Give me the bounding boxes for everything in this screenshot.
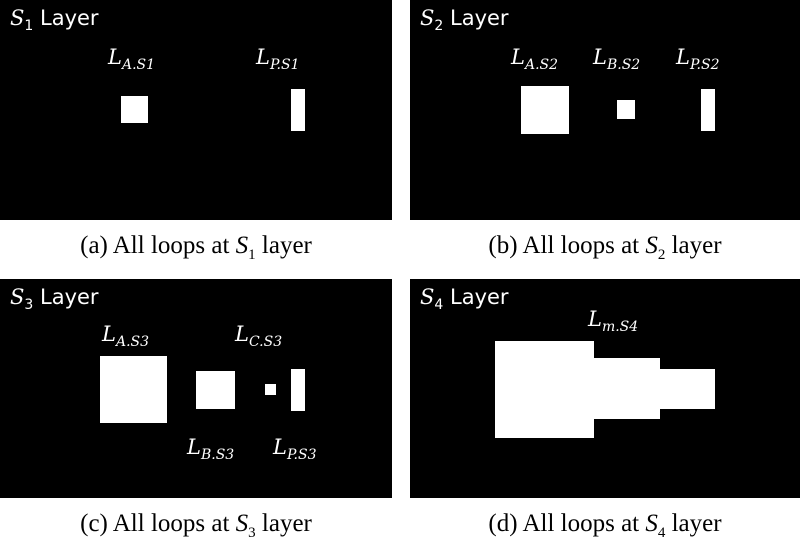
caption-a: (a) All loops at S1 layer	[80, 232, 312, 263]
panel-s3-layer: S3 Layer LA.S3 LC.S3 LB.S3 LP.S3	[0, 279, 392, 498]
caption-c: (c) All loops at S3 layer	[80, 510, 312, 541]
loop-shape-a-s1	[121, 96, 148, 123]
loop-label-b-s2: LB.S2	[593, 45, 641, 74]
loop-label-a-s2: LA.S2	[511, 45, 559, 74]
loop-shape-p-s2	[701, 89, 715, 131]
loop-shape-p-s1	[291, 89, 305, 131]
loop-shape-m-s4	[495, 341, 715, 438]
loop-shape-p-s3	[291, 369, 305, 411]
layer-title: S4 Layer	[420, 285, 509, 314]
loop-shape-b-s3	[196, 371, 235, 409]
layer-title: S3 Layer	[10, 285, 99, 314]
loop-shape-a-s3	[100, 356, 167, 423]
loop-label-a-s3: LA.S3	[102, 322, 150, 351]
loop-label-c-s3: LC.S3	[235, 322, 283, 351]
panel-s1-layer: S1 Layer LA.S1 LP.S1	[0, 0, 392, 220]
loop-label-p-s1: LP.S1	[256, 45, 300, 74]
caption-d: (d) All loops at S4 layer	[488, 510, 722, 541]
loop-label-b-s3: LB.S3	[187, 435, 235, 464]
loop-label-a-s1: LA.S1	[108, 45, 156, 74]
loop-shape-a-s2	[521, 86, 569, 134]
panel-s4-layer: S4 Layer Lm.S4	[410, 279, 800, 498]
loop-label-m-s4: Lm.S4	[588, 307, 639, 336]
panel-s2-layer: S2 Layer LA.S2 LB.S2 LP.S2	[410, 0, 800, 220]
layer-title: S1 Layer	[10, 6, 99, 35]
loop-shape-c-s3	[265, 384, 276, 395]
loop-label-p-s3: LP.S3	[273, 435, 317, 464]
loop-label-p-s2: LP.S2	[676, 45, 720, 74]
caption-b: (b) All loops at S2 layer	[488, 232, 722, 263]
loop-shape-b-s2	[617, 100, 635, 119]
layer-title: S2 Layer	[420, 6, 509, 35]
